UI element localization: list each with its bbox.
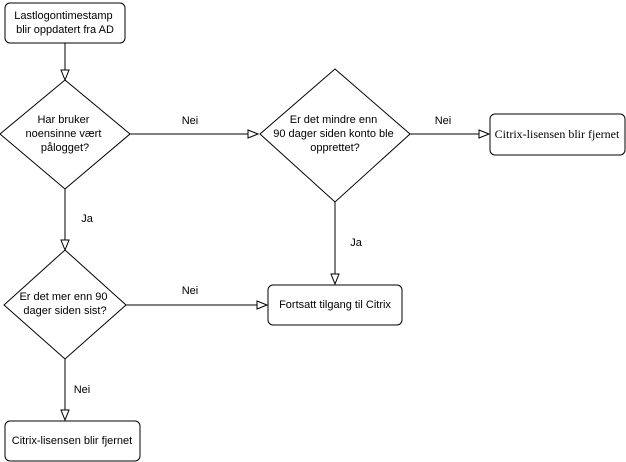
node-removed-bottom: Citrix-lisensen blir fjernet [4, 420, 141, 462]
start-text: Lastlogontimestamp blir oppdatert fra AD [14, 10, 116, 36]
arrow-last-no [256, 300, 269, 310]
node-created-decision: Er det mindre enn 90 dager siden konto b… [259, 68, 411, 203]
last-diamond [3, 249, 127, 360]
continued-access-box [267, 284, 403, 326]
start-line-1: Lastlogontimestamp [14, 10, 112, 22]
removed-top-box [489, 113, 626, 156]
created-line-2: 90 dager siden konto ble [273, 128, 393, 140]
label-created-no: Nei [435, 115, 452, 127]
logged-in-line-3: pålogget? [41, 142, 89, 154]
label-last-no: Nei [182, 285, 199, 297]
last-text: Er det mer enn 90 dager siden sist? [19, 291, 110, 317]
node-logged-in-decision: Har bruker noensinne vært pålogget? [0, 79, 131, 190]
created-diamond [259, 68, 411, 203]
node-continued-access: Fortsatt tilgang til Citrix [267, 284, 403, 326]
label-logged-in-no: Nei [182, 115, 199, 127]
arrow-last-no-down [60, 409, 70, 422]
label-logged-in-yes: Ja [81, 213, 94, 225]
logged-in-line-2: noensinne vært [26, 128, 102, 140]
created-line-3: opprettet? [310, 142, 360, 154]
removed-bottom-box [4, 420, 141, 462]
logged-in-text: Har bruker noensinne vært pålogget? [26, 114, 105, 154]
created-text: Er det mindre enn 90 dager siden konto b… [273, 114, 397, 154]
last-line-1: Er det mer enn 90 [19, 291, 107, 303]
arrow-logged-in-no [247, 129, 260, 139]
node-removed-top: Citrix-lisensen blir fjernet [489, 113, 626, 156]
arrow-created-no [478, 129, 491, 139]
arrow-created-yes [330, 273, 340, 286]
created-line-1: Er det mindre enn [290, 114, 377, 126]
node-last-decision: Er det mer enn 90 dager siden sist? [3, 249, 127, 360]
logged-in-line-1: Har bruker [37, 114, 89, 126]
start-box [4, 2, 126, 44]
continued-access-text: Fortsatt tilgang til Citrix [279, 299, 391, 311]
start-line-2: blir oppdatert fra AD [16, 24, 114, 36]
label-last-no-down: Nei [74, 384, 91, 396]
label-created-yes: Ja [350, 237, 363, 249]
edge-labels: Nei Ja Nei Ja Nei Nei [74, 115, 452, 396]
node-start: Lastlogontimestamp blir oppdatert fra AD [4, 2, 126, 44]
edges [60, 43, 491, 422]
last-line-2: dager siden sist? [23, 305, 106, 317]
removed-top-text: Citrix-lisensen blir fjernet [495, 127, 620, 141]
logged-in-diamond [0, 79, 131, 190]
removed-bottom-text: Citrix-lisensen blir fjernet [12, 435, 132, 447]
arrow-logged-in-yes [60, 239, 70, 252]
arrow-start-to-logged-in [60, 69, 70, 82]
